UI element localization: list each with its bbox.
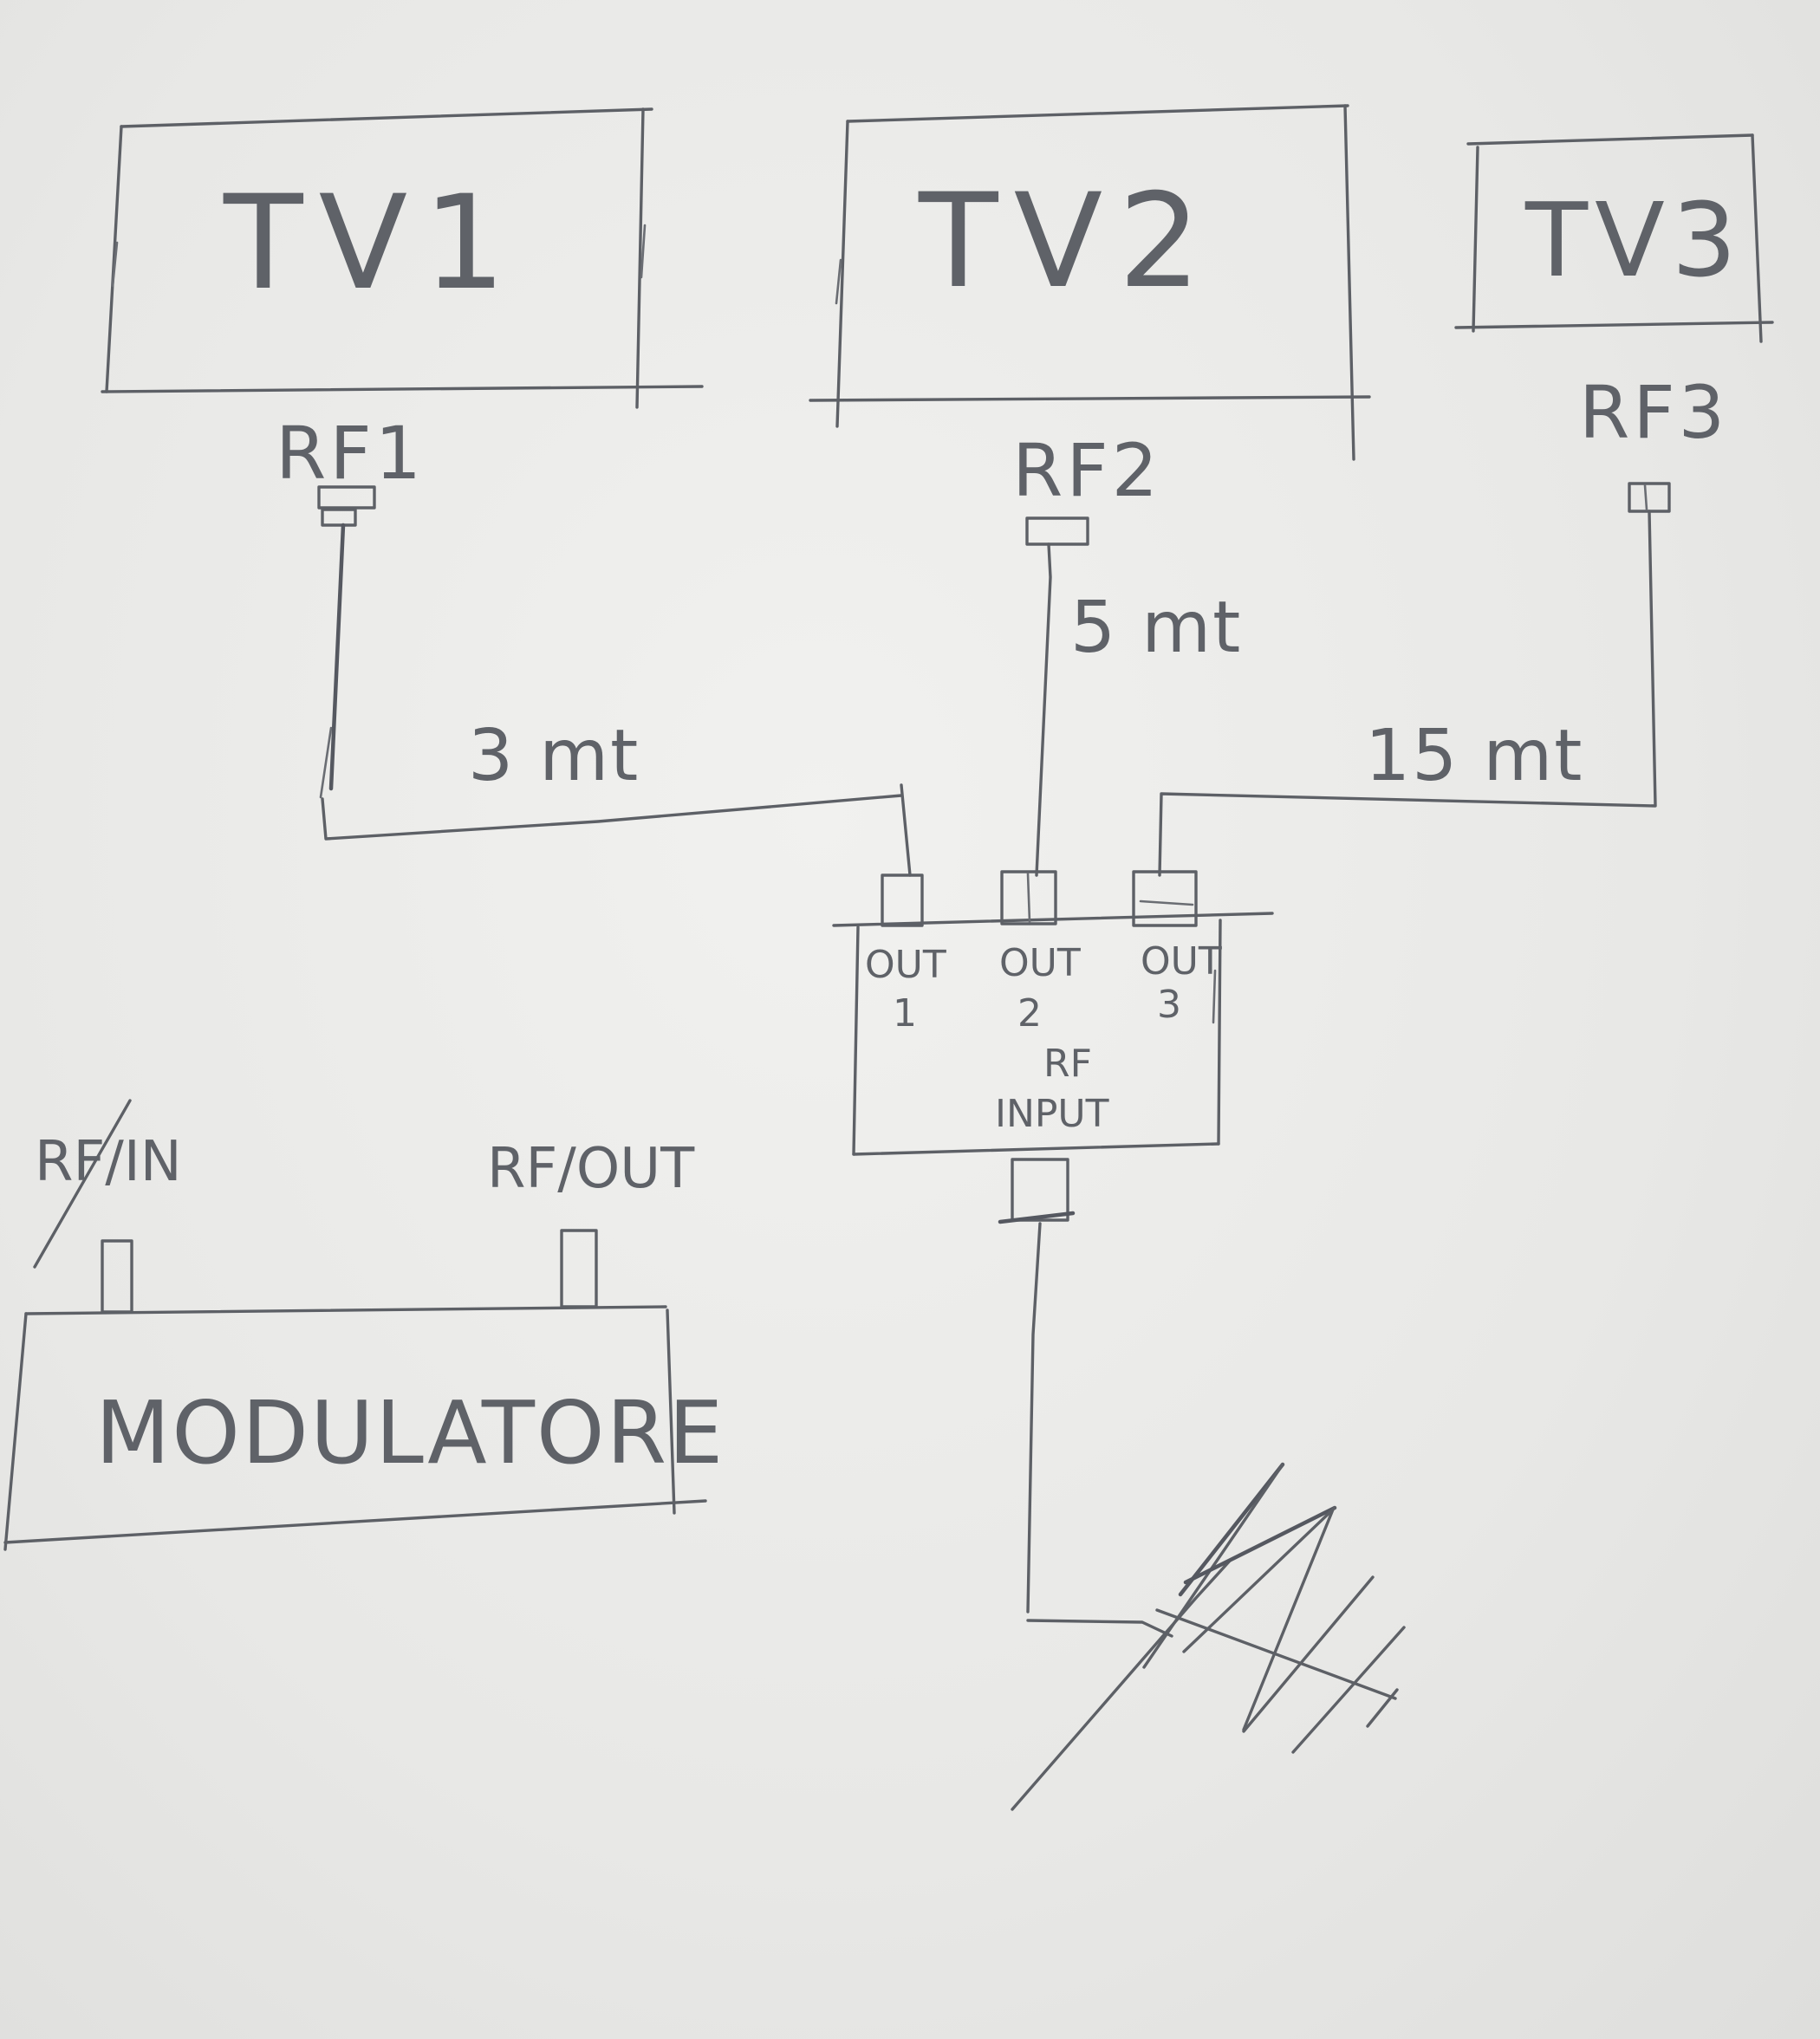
tv3-port-label: RF3 bbox=[1579, 370, 1728, 455]
antenna-cable bbox=[1026, 1222, 1173, 1638]
out1-number: 1 bbox=[893, 991, 917, 1036]
tv3-rf-connector bbox=[1628, 482, 1671, 513]
antenna-icon bbox=[1011, 1462, 1406, 1811]
tv3-label: TV3 bbox=[1524, 180, 1744, 300]
tv3-box bbox=[1454, 133, 1774, 343]
tv3-cable-length: 15 mt bbox=[1365, 715, 1583, 797]
rf-input-label-top: RF bbox=[1043, 1042, 1092, 1086]
tv1-cable-length: 3 mt bbox=[468, 715, 640, 797]
tv2-rf-connector bbox=[1025, 516, 1089, 546]
out3-label: OUT bbox=[1141, 939, 1222, 984]
tv1-port-label: RF1 bbox=[276, 411, 425, 496]
splitter-out2-connector bbox=[1000, 870, 1057, 925]
splitter-input-connector bbox=[998, 1158, 1076, 1224]
modulator-label: MODULATORE bbox=[95, 1382, 725, 1484]
tv1-rf-connector bbox=[317, 485, 376, 527]
out3-number: 3 bbox=[1157, 983, 1181, 1027]
tv1-cable bbox=[319, 523, 912, 877]
rf-input-label: INPUT bbox=[995, 1092, 1109, 1136]
out2-number: 2 bbox=[1017, 991, 1042, 1036]
tv2-cable bbox=[1035, 542, 1052, 877]
splitter-out1-connector bbox=[881, 873, 924, 927]
rf-in-connector bbox=[101, 1239, 133, 1314]
tv2-cable-length: 5 mt bbox=[1070, 587, 1242, 669]
rf-out-connector bbox=[560, 1229, 598, 1308]
tv1-box bbox=[101, 107, 704, 409]
tv1-label: TV1 bbox=[223, 168, 522, 319]
tv3-cable bbox=[1158, 510, 1657, 877]
out1-label: OUT bbox=[865, 943, 946, 987]
splitter-box bbox=[832, 912, 1274, 1156]
splitter-out3-connector bbox=[1132, 870, 1198, 927]
rf-in-slash bbox=[33, 1099, 132, 1269]
out2-label: OUT bbox=[999, 941, 1081, 985]
tv2-port-label: RF2 bbox=[1012, 428, 1161, 513]
tv2-label: TV2 bbox=[918, 166, 1217, 317]
tv2-box bbox=[809, 104, 1371, 461]
rf-out-label: RF/OUT bbox=[487, 1137, 695, 1201]
